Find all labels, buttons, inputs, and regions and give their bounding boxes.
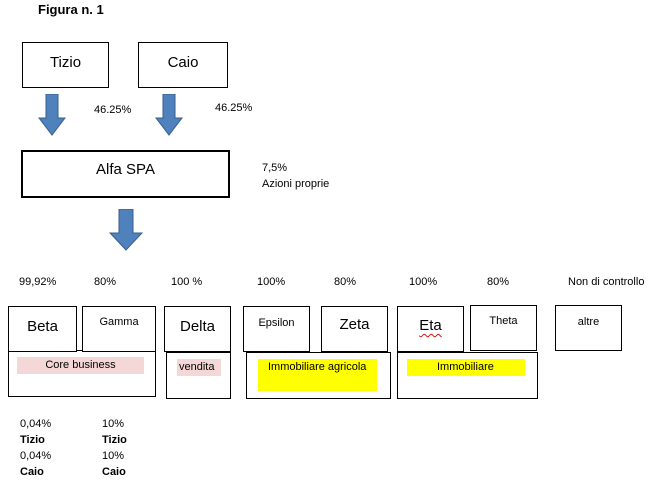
subsidiary-beta-box: Beta	[8, 306, 77, 352]
subsidiary-epsilon-name: Epsilon	[258, 317, 295, 329]
figure-title: Figura n. 1	[38, 2, 104, 17]
subsidiary-epsilon-box: Epsilon	[243, 306, 310, 352]
subsidiary-percent-zeta: 80%	[334, 276, 357, 288]
own-shares-label: Azioni proprie	[262, 178, 330, 190]
down-arrow-icon	[109, 209, 143, 251]
subsidiary-theta-name: Theta	[489, 315, 518, 327]
subsidiary-percent-altre: Non di controllo	[568, 276, 645, 288]
subsidiary-percent-beta: 99,92%	[19, 276, 57, 288]
minority-stake-beta-caio-percent: 0,04%	[20, 450, 52, 462]
minority-stake-gamma-caio-holder: Caio	[102, 466, 126, 478]
subsidiary-eta-name: Eta	[419, 317, 442, 334]
subsidiary-beta-name: Beta	[27, 318, 58, 335]
subsidiary-percent-delta: 100 %	[171, 276, 203, 288]
caio-percent: 46.25%	[215, 102, 253, 114]
subsidiary-eta-box: Eta	[397, 306, 464, 352]
tizio-percent: 46.25%	[94, 104, 132, 116]
subsidiary-gamma-box: Gamma	[82, 306, 156, 352]
shareholder-tizio-name: Tizio	[49, 54, 82, 71]
business-tag-core-business: Core business	[17, 357, 144, 374]
own-shares-percent: 7,5%	[262, 162, 288, 174]
parent-company-name: Alfa SPA	[96, 161, 155, 178]
minority-stake-beta-tizio-percent: 0,04%	[20, 418, 52, 430]
subsidiary-percent-epsilon: 100%	[257, 276, 286, 288]
subsidiary-percent-gamma: 80%	[94, 276, 117, 288]
business-tag-vendita: vendita	[177, 359, 221, 376]
business-tag-immobiliare: Immobiliare	[407, 359, 525, 376]
shareholder-caio-name: Caio	[167, 54, 199, 71]
subsidiary-altre-name: altre	[577, 316, 600, 328]
parent-company-box: Alfa SPA	[21, 150, 230, 198]
subsidiary-gamma-name: Gamma	[99, 316, 139, 328]
subsidiary-delta-name: Delta	[179, 318, 216, 335]
business-tag-immobiliare-agricola: Immobiliare agricola	[258, 359, 377, 391]
subsidiary-zeta-name: Zeta	[339, 316, 370, 333]
down-arrow-icon	[38, 94, 66, 136]
shareholder-tizio-box: Tizio	[22, 42, 109, 88]
minority-stake-gamma-caio-percent: 10%	[102, 450, 125, 462]
minority-stake-gamma-tizio-holder: Tizio	[102, 434, 127, 446]
minority-stake-beta-caio-holder: Caio	[20, 466, 44, 478]
shareholder-caio-box: Caio	[138, 42, 228, 88]
subsidiary-percent-theta: 80%	[487, 276, 510, 288]
subsidiary-altre-box: altre	[555, 305, 622, 351]
subsidiary-zeta-box: Zeta	[321, 306, 388, 352]
minority-stake-gamma-tizio-percent: 10%	[102, 418, 125, 430]
subsidiary-delta-box: Delta	[164, 306, 231, 352]
down-arrow-icon	[155, 94, 183, 136]
minority-stake-beta-tizio-holder: Tizio	[20, 434, 45, 446]
subsidiary-theta-box: Theta	[470, 305, 537, 351]
subsidiary-percent-eta: 100%	[409, 276, 438, 288]
